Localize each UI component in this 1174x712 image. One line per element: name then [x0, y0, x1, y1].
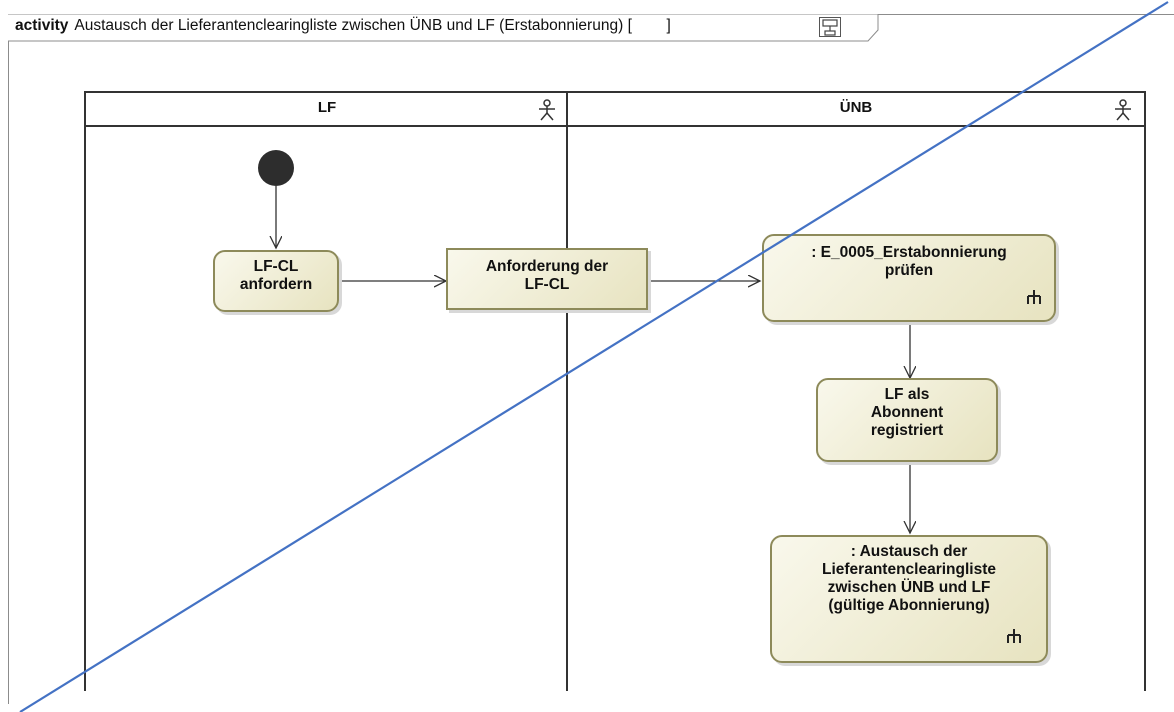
node-label: LF-CL — [524, 276, 570, 293]
node-label: LF als — [884, 386, 930, 403]
actor-icon — [536, 99, 558, 132]
node-label: prüfen — [884, 262, 934, 279]
node-label: (gültige Abonnierung) — [828, 597, 990, 614]
node-label: anfordern — [239, 276, 313, 293]
lane-border-middle — [566, 91, 568, 691]
initial-node[interactable] — [258, 150, 294, 186]
lane-border-right — [1144, 91, 1146, 691]
node-label: : E_0005_Erstabonnierung — [811, 244, 1007, 261]
node-label: : Austausch der — [850, 543, 968, 560]
call-behavior-icon — [1006, 628, 1022, 649]
lane-border-left — [84, 91, 86, 691]
frame-bracket-close: ] — [666, 17, 671, 34]
frame-tab — [8, 14, 888, 42]
frame-name: Austausch der Lieferantenclearingliste z… — [74, 17, 624, 34]
node-label: Lieferantenclearingliste — [821, 561, 996, 578]
frame-bracket-open: [ — [627, 17, 632, 34]
node-label: zwischen ÜNB und LF — [827, 579, 991, 596]
call-action-austausch-lieferantenclearingliste[interactable]: : Austausch der Lieferantenclearingliste… — [770, 535, 1048, 663]
actor-icon — [1112, 99, 1134, 132]
object-anforderung-lf-cl[interactable]: Anforderung der LF-CL — [446, 248, 648, 310]
node-label: Abonnent — [870, 404, 944, 421]
call-action-e0005-erstabonnierung[interactable]: : E_0005_Erstabonnierung prüfen — [762, 234, 1056, 322]
node-label: registriert — [870, 422, 944, 439]
lane-label-uenb: ÜNB — [839, 99, 873, 116]
frame-keyword: activity — [15, 17, 69, 34]
node-label: LF-CL — [253, 258, 299, 275]
frame-title: activity Austausch der Lieferantenclearin… — [15, 17, 671, 35]
lane-label-lf: LF — [317, 99, 337, 116]
action-lf-als-abonnent-registriert[interactable]: LF als Abonnent registriert — [816, 378, 998, 462]
action-lf-cl-anfordern[interactable]: LF-CL anfordern — [213, 250, 339, 312]
node-label: Anforderung der — [485, 258, 609, 275]
diagram-icon[interactable] — [819, 17, 841, 37]
call-behavior-icon — [1026, 289, 1042, 310]
